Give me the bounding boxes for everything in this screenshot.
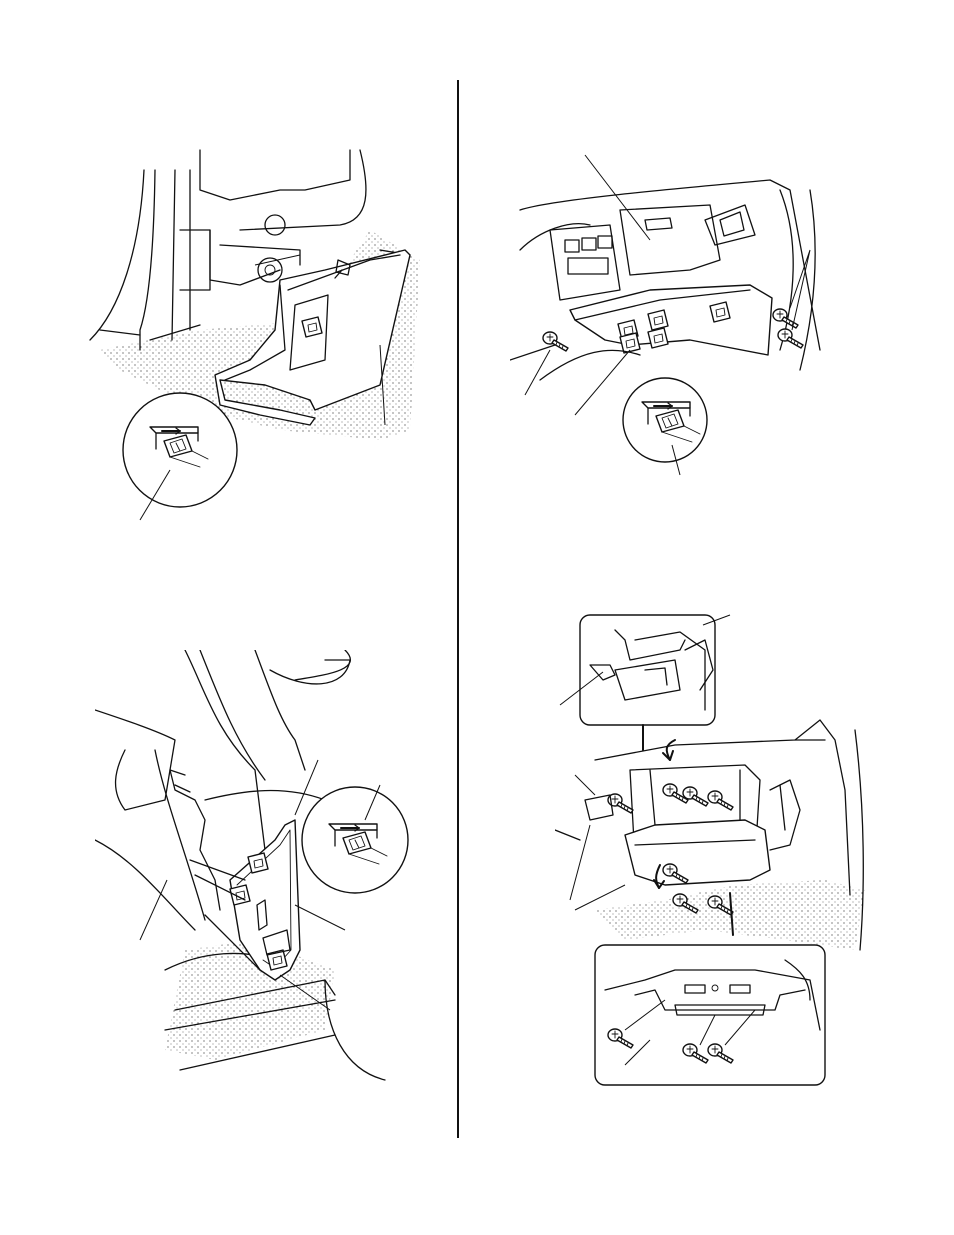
dashboard-cover-illustration	[510, 150, 830, 490]
side-panel-illustration	[95, 650, 425, 1090]
column-divider	[457, 80, 459, 1138]
kick-panel-illustration	[80, 130, 440, 530]
figure-side-kick-panel	[95, 650, 425, 1090]
figure-kick-panel-trim	[80, 130, 440, 530]
glove-box-illustration	[555, 610, 875, 1095]
figure-glove-box-removal	[555, 610, 875, 1095]
figure-dashboard-lower-cover	[510, 150, 830, 490]
